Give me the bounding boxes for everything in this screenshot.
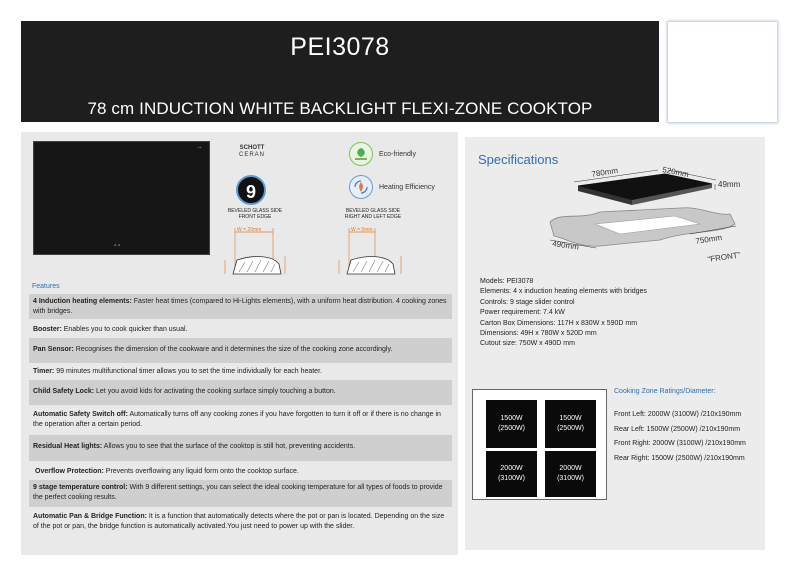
zone-boost-power: (2500W): [557, 425, 584, 432]
feature-item: Automatic Pan & Bridge Function: It is a…: [29, 509, 452, 545]
front-bevel-width-label: W = 20mm: [237, 227, 261, 233]
dim-49-label: 49mm: [718, 180, 741, 189]
feature-item: Child Safety Lock: Let you avoid kids fo…: [29, 380, 452, 405]
feature-text: Faster heat times (compared to Hi-Lights…: [33, 298, 447, 315]
schott-ceran-logo: SCHOTT CERAN: [228, 145, 276, 159]
heating-efficiency-badge: Heating Efficiency: [349, 175, 435, 199]
feature-text: With 9 different settings, you can selec…: [33, 484, 443, 501]
feature-item: Automatic Safety Switch off: Automatical…: [29, 407, 452, 433]
zone-front-right: 2000W (3100W): [545, 451, 596, 497]
ratings-list: Front Left: 2000W (3100W) /210x190mm Rea…: [614, 408, 746, 467]
rating-line: Rear Right: 1500W (2500W) /210x190mm: [614, 455, 745, 463]
spec-line: Power requirement: 7.4 kW: [480, 309, 565, 317]
slider-marks: ▴ ▴: [114, 242, 121, 248]
eco-friendly-badge: Eco-friendly: [349, 142, 416, 166]
dim-490-label: 490mm: [552, 239, 580, 252]
zone-power: 1500W: [500, 415, 523, 422]
spec-line: Elements: 4 x induction heating elements…: [480, 288, 647, 296]
feature-item: Pan Sensor: Recognises the dimension of …: [29, 338, 452, 363]
stage-digit: 9: [245, 182, 256, 202]
rating-line: Front Right: 2000W (3100W) /210x190mm: [614, 440, 746, 448]
feature-item: Timer: 99 minutes multifunctional timer …: [29, 364, 452, 378]
feature-title: Automatic Safety Switch off:: [33, 411, 128, 418]
zone-boost-power: (3100W): [498, 475, 525, 482]
feature-text: Enables you to cook quicker than usual.: [61, 326, 188, 333]
rating-line: Rear Left: 1500W (2500W) /210x190mm: [614, 425, 741, 433]
side-bevel-title-line2: RIGHT AND LEFT EDGE: [344, 214, 402, 220]
side-bevel-title: BEVELED GLASS SIDE RIGHT AND LEFT EDGE: [330, 208, 416, 220]
specifications-title: Specifications: [478, 152, 559, 167]
side-bevel-width-label: W = 5mm: [351, 227, 373, 233]
ceran-text: CERAN: [238, 152, 265, 158]
model-number: PEI3078: [290, 33, 390, 61]
zone-front-left: 2000W (3100W): [486, 451, 537, 497]
title-banner: PEI3078 78 cm INDUCTION WHITE BACKLIGHT …: [21, 21, 659, 122]
front-bevel-title-line1: BEVELED GLASS SIDE: [227, 208, 283, 214]
spec-line: Controls: 9 stage slider control: [480, 298, 575, 306]
feature-title: Automatic Pan & Bridge Function:: [33, 513, 147, 520]
feature-text: Let you avoid kids for activating the co…: [94, 388, 336, 395]
feature-text: Allows you to see that the surface of th…: [102, 443, 356, 450]
dimension-diagram: 780mm 520mm 49mm 490mm 750mm “FRONT”: [549, 165, 741, 264]
zone-boost-power: (2500W): [498, 425, 525, 432]
front-bevel-title: BEVELED GLASS SIDE FRONT EDGE: [212, 208, 298, 220]
ratings-heading: Cooking Zone Ratings/Diameter:: [614, 388, 716, 395]
feature-title: 4 Induction heating elements:: [33, 298, 132, 305]
photo-corner-mark: ▪▪: [198, 145, 202, 151]
zone-power: 2000W: [500, 465, 523, 472]
feature-text: It is a function that automatically dete…: [33, 513, 445, 530]
spec-line: Cutout size: 750W x 490D mm: [480, 340, 575, 348]
feature-title: Residual Heat lights:: [33, 443, 103, 450]
feature-item: 9 stage temperature control: With 9 diff…: [29, 480, 452, 507]
nine-stage-badge: 9: [236, 175, 266, 205]
front-bevel-title-line2: FRONT EDGE: [238, 214, 272, 220]
dim-750-label: 750mm: [695, 233, 723, 246]
schott-text: SCHOTT: [239, 145, 265, 151]
feature-item: Overflow Protection: Prevents overflowin…: [29, 464, 452, 478]
heating-efficiency-label: Heating Efficiency: [379, 183, 435, 191]
cooking-zone-layout: 1500W (2500W) 1500W (2500W) 2000W (3100W) 2…: [472, 389, 607, 500]
features-heading: Features: [32, 283, 60, 290]
feature-title: Child Safety Lock:: [33, 388, 95, 395]
leaf-hand-icon: [349, 142, 373, 166]
spec-line: Models: PEI3078: [480, 278, 534, 285]
eco-friendly-label: Eco-friendly: [379, 150, 416, 158]
spec-line: Carton Box Dimensions: 117H x 830W x 590…: [480, 319, 638, 327]
zone-power: 2000W: [559, 465, 582, 472]
feature-text: Recognises the dimension of the cookware…: [73, 346, 393, 353]
feature-text: Prevents overflowing any liquid form ont…: [103, 468, 299, 475]
feature-title: Timer:: [33, 368, 55, 375]
feature-item: 4 Induction heating elements: Faster hea…: [29, 294, 452, 319]
flame-arrows-icon: [349, 175, 373, 199]
feature-item: Booster: Enables you to cook quicker tha…: [29, 322, 452, 336]
feature-title: Overflow Protection:: [35, 468, 104, 475]
zone-power: 1500W: [559, 415, 582, 422]
feature-title: Booster:: [33, 326, 62, 333]
feature-title: Pan Sensor:: [33, 346, 74, 353]
rating-line: Front Left: 2000W (3100W) /210x190mm: [614, 411, 742, 418]
front-label: “FRONT”: [707, 250, 741, 264]
feature-item: Residual Heat lights: Allows you to see …: [29, 435, 452, 461]
side-bevel-title-line1: BEVELED GLASS SIDE: [345, 208, 401, 214]
zone-boost-power: (3100W): [557, 475, 584, 482]
feature-text: Automatically turns off any cooking zone…: [33, 411, 441, 428]
feature-title: 9 stage temperature control:: [33, 484, 128, 491]
cooktop-photo: ▪▪ ▴ ▴: [33, 141, 210, 255]
zone-rear-left: 1500W (2500W): [486, 400, 537, 448]
side-bevel-diagram: W = 5mm: [338, 227, 402, 275]
specification-list: Models: PEI3078 Elements: 4 x induction …: [480, 277, 647, 350]
product-subtitle: 78 cm INDUCTION WHITE BACKLIGHT FLEXI-ZO…: [87, 99, 593, 118]
feature-text: 99 minutes multifunctional timer allows …: [54, 368, 322, 375]
zone-rear-right: 1500W (2500W): [545, 400, 596, 448]
spec-line: Dimensions: 49H x 780W x 520D mm: [480, 330, 597, 338]
brand-logo-box: [667, 21, 778, 123]
front-bevel-diagram: W = 20mm: [224, 227, 286, 275]
dim-780-label: 780mm: [591, 166, 619, 179]
